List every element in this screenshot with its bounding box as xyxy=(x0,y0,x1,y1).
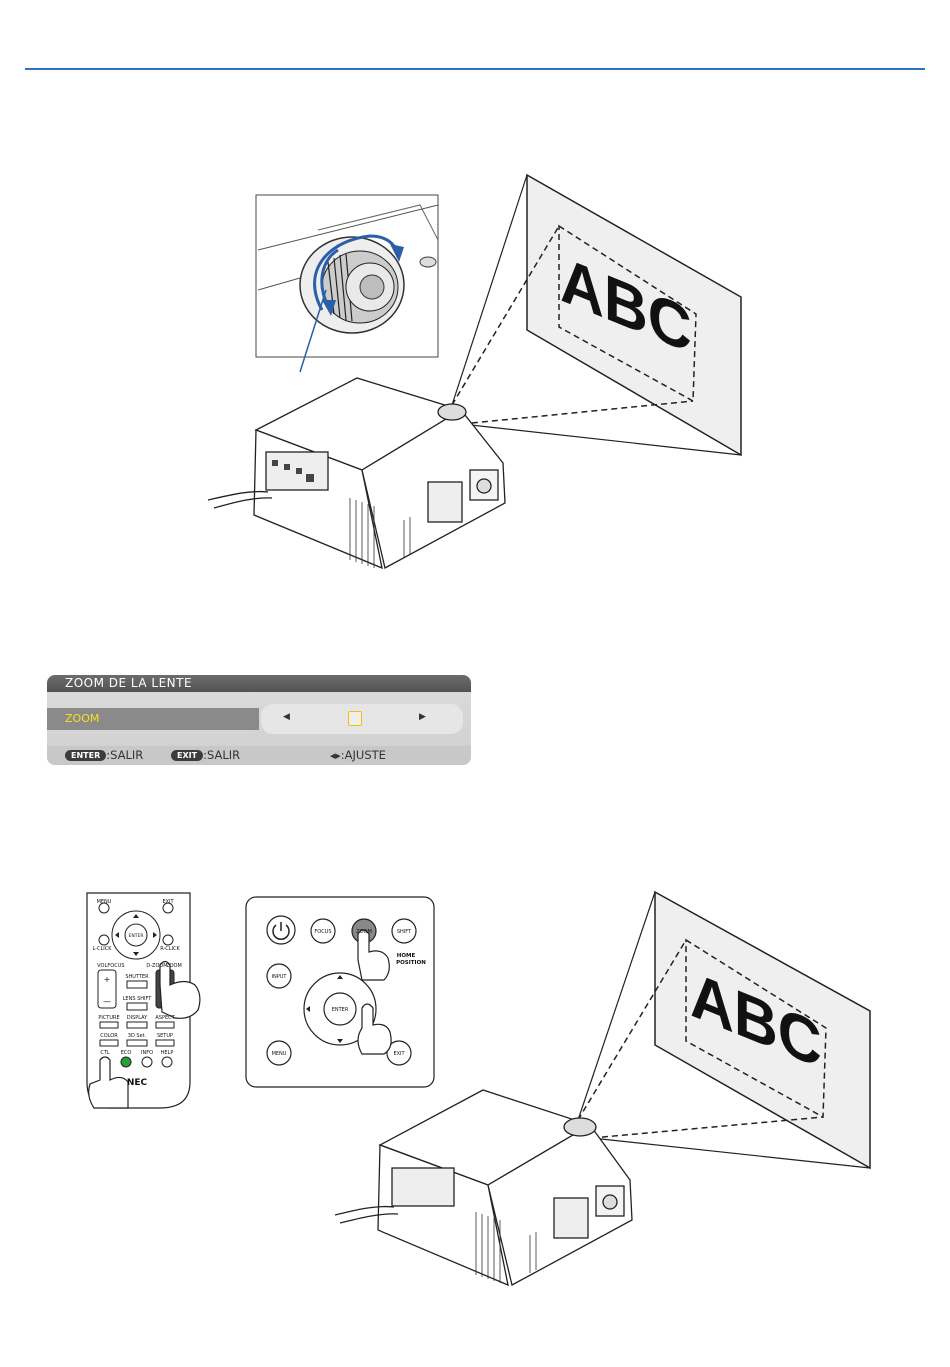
label-remote-ctl: CTL xyxy=(100,1050,110,1056)
label-panel-zoom: ZOOM xyxy=(356,929,372,935)
lens-zoom-osd: ZOOM DE LA LENTE ZOOM ◀ ▶ ENTER:SALIR EX… xyxy=(47,675,471,765)
hint-exit-action: :SALIR xyxy=(203,748,240,762)
lens-inset xyxy=(256,195,438,372)
label-panel-enter: ENTER xyxy=(332,1007,349,1013)
exit-key-badge: EXIT xyxy=(171,750,203,761)
label-panel-position: POSITION xyxy=(396,960,426,966)
label-remote-info: INFO xyxy=(141,1050,153,1056)
label-panel-focus: FOCUS xyxy=(314,929,331,935)
label-remote-lens_shift: LENS SHIFT xyxy=(123,996,153,1002)
hint-enter: ENTER:SALIR xyxy=(65,746,143,765)
osd-zoom-knob[interactable] xyxy=(348,711,362,726)
label-remote-minus: — xyxy=(103,997,111,1006)
label-panel-exit: EXIT xyxy=(393,1051,405,1057)
osd-zoom-row[interactable]: ZOOM ◀ ▶ xyxy=(47,708,471,730)
label-remote-picture: PICTURE xyxy=(98,1015,119,1021)
label-remote-color: COLOR xyxy=(100,1033,118,1039)
osd-title: ZOOM DE LA LENTE xyxy=(47,675,471,692)
label-remote-exit: EXIT xyxy=(162,899,174,905)
label-remote-lclick: L-CLICK xyxy=(92,946,112,952)
label-panel-shift: SHIFT xyxy=(397,929,412,935)
label-remote-eco: ECO xyxy=(121,1050,132,1056)
left-right-arrows-icon: ◀▶ xyxy=(330,752,341,760)
projection-screen-1: ABC xyxy=(452,175,741,455)
label-remote-aspect: ASPECT xyxy=(155,1015,175,1021)
osd-hints: ENTER:SALIR EXIT:SALIR ◀▶:AJUSTE xyxy=(47,746,471,765)
label-remote-shutter: SHUTTER xyxy=(125,974,149,980)
label-remote-brand: NEC xyxy=(127,1078,148,1088)
label-remote-plus: + xyxy=(104,975,111,984)
label-panel-home: HOME xyxy=(397,953,416,959)
projector-2 xyxy=(335,1090,632,1285)
label-remote-help: HELP xyxy=(161,1050,174,1056)
projector-1 xyxy=(208,378,505,568)
label-panel-input: INPUT xyxy=(272,974,288,980)
label-remote-enter: ENTER xyxy=(129,933,144,939)
label-remote-rclick: R-CLICK xyxy=(160,946,180,952)
label-remote-3dset: 3D Set. xyxy=(128,1033,147,1039)
enter-key-badge: ENTER xyxy=(65,750,106,761)
label-remote-menu: MENU xyxy=(97,899,112,905)
label-remote-dzoom_zoom: ZOOM xyxy=(166,963,182,969)
label-remote-dzoom: D-ZOOM xyxy=(146,963,167,969)
label-panel-menu: MENU xyxy=(272,1051,287,1057)
hint-adjust: ◀▶:AJUSTE xyxy=(330,746,386,765)
hint-exit: EXIT:SALIR xyxy=(171,746,240,765)
hint-adjust-action: :AJUSTE xyxy=(341,748,386,762)
label-remote-display: DISPLAY xyxy=(127,1015,148,1021)
label-remote-setup: SETUP xyxy=(157,1033,173,1039)
projection-screen-2: ABC xyxy=(578,892,870,1168)
hint-enter-action: :SALIR xyxy=(106,748,143,762)
osd-zoom-slider[interactable]: ◀ ▶ xyxy=(261,704,463,734)
control-panel xyxy=(246,897,434,1087)
label-remote-vol_focus: FOCUS xyxy=(107,963,124,969)
arrow-right-icon[interactable]: ▶ xyxy=(419,712,426,722)
arrow-left-icon[interactable]: ◀ xyxy=(283,712,290,722)
osd-zoom-label: ZOOM xyxy=(47,708,259,730)
